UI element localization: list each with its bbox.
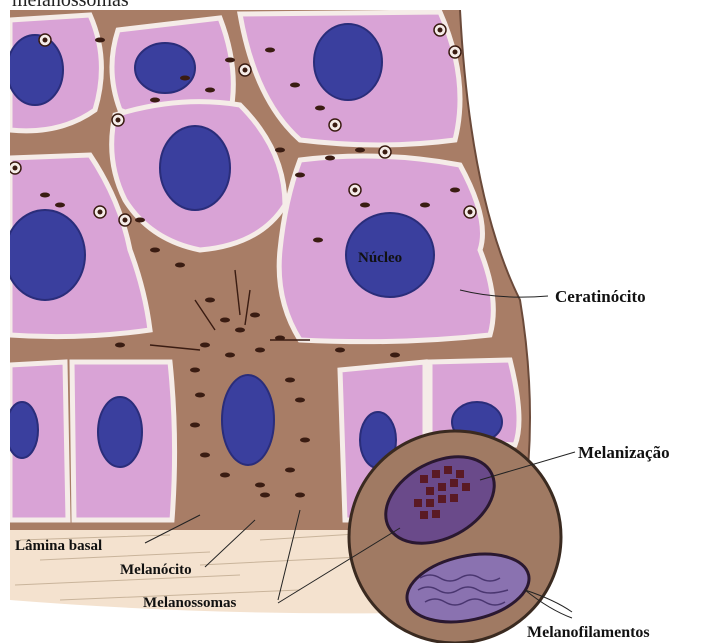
label-nucleo: Núcleo — [358, 250, 402, 266]
top-cropped-text: melanossomas — [12, 0, 129, 11]
label-melanossomas: Melanossomas — [143, 595, 236, 611]
label-ceratinocito: Ceratinócito — [555, 287, 646, 306]
label-melanofilamentos: Melanofilamentos — [527, 624, 650, 641]
label-lamina-basal: Lâmina basal — [15, 538, 102, 554]
label-melanocito: Melanócito — [120, 562, 192, 578]
label-melanizacao: Melanização — [578, 443, 670, 462]
melanization-inset — [349, 431, 561, 643]
